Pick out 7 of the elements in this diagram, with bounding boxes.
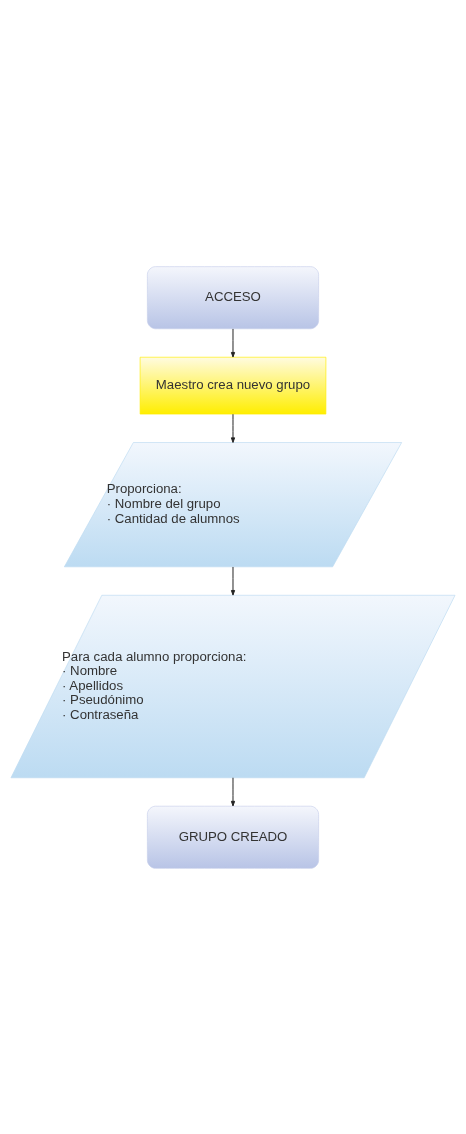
arrow [230, 565, 236, 596]
node-box: Maestro crea nuevo grupo [139, 356, 327, 414]
node-box: ACCESO [147, 265, 319, 329]
node-box: GRUPO CREADO [147, 805, 319, 869]
arrow [230, 413, 236, 443]
arrow [230, 327, 236, 358]
arrow [230, 776, 236, 806]
